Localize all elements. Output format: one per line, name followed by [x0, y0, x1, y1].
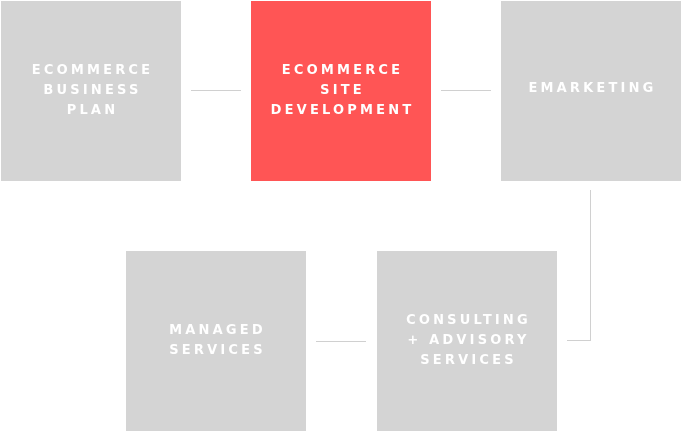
connector-1-2	[191, 90, 241, 91]
connector-2-3	[441, 90, 491, 91]
label-line: ECOMMERCE	[281, 63, 404, 78]
connector-3-4-vertical	[590, 190, 591, 341]
label-line: SITE	[320, 83, 365, 98]
step-ecommerce-business-plan[interactable]: ECOMMERCE BUSINESS PLAN	[1, 1, 181, 181]
step-ecommerce-site-development[interactable]: ECOMMERCE SITE DEVELOPMENT	[251, 1, 431, 181]
label-line: PLAN	[66, 103, 119, 118]
step-managed-services[interactable]: MANAGED SERVICES	[126, 251, 306, 431]
step-label: ECOMMERCE SITE DEVELOPMENT	[268, 61, 415, 121]
label-line: EMARKETING	[528, 81, 657, 96]
label-line: MANAGED	[169, 323, 266, 338]
step-emarketing[interactable]: EMARKETING	[501, 1, 681, 181]
step-label: MANAGED SERVICES	[166, 321, 266, 361]
label-line: BUSINESS	[43, 83, 142, 98]
label-line: SERVICES	[420, 353, 517, 368]
step-consulting-advisory-services[interactable]: CONSULTING + ADVISORY SERVICES	[377, 251, 557, 431]
step-label: ECOMMERCE BUSINESS PLAN	[29, 61, 153, 121]
label-line: + ADVISORY	[407, 333, 530, 348]
step-label: CONSULTING + ADVISORY SERVICES	[403, 311, 531, 371]
step-label: EMARKETING	[525, 79, 656, 99]
label-line: ECOMMERCE	[31, 63, 154, 78]
connector-4-5	[316, 341, 366, 342]
label-line: SERVICES	[169, 343, 266, 358]
label-line: DEVELOPMENT	[270, 103, 415, 118]
label-line: CONSULTING	[406, 313, 531, 328]
connector-3-4-horizontal	[567, 340, 591, 341]
